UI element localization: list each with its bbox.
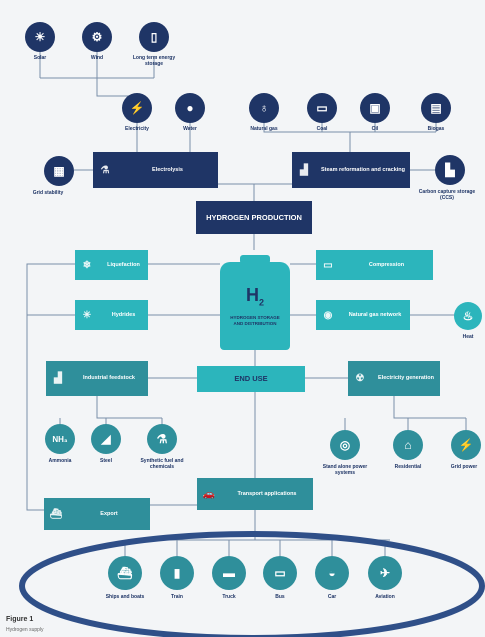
stand-alone-icon: ◎	[330, 430, 360, 460]
heat-label: Heat	[462, 334, 474, 340]
train-label: Train	[171, 594, 183, 600]
wind-icon: ⚙	[82, 22, 112, 52]
export-ship-icon: ⛴	[49, 508, 63, 520]
oil-icon: ▣	[360, 93, 390, 123]
oil-label: Oil	[371, 126, 379, 132]
electricity-generation-box: ☢ Electricity generation	[348, 361, 440, 396]
industrial-feedstock-box: ▟ Industrial feedstock	[46, 361, 148, 396]
carbon-capture-label: Carbon capture storage (CCS)	[418, 189, 476, 201]
transport-applications-box: 🚗 Transport applications	[197, 478, 313, 510]
synthetic-fuel-icon: ⚗	[147, 424, 177, 454]
electrolysis-icon: ⚗	[100, 164, 110, 176]
train-icon: ▮	[160, 556, 194, 590]
car-icon: ◒	[315, 556, 349, 590]
steel-label: Steel	[100, 458, 112, 464]
liquefaction-label: Liquefaction	[107, 261, 140, 268]
liquefaction-icon: ❄	[82, 259, 92, 271]
steam-label: Steam reformation and cracking	[320, 166, 406, 173]
solar-label: Solar	[33, 55, 47, 61]
compression-icon: ▭	[323, 259, 333, 271]
steel-icon: ◢	[91, 424, 121, 454]
gas-network-box: ◉ Natural gas network	[316, 300, 410, 330]
industrial-feedstock-label: Industrial feedstock	[83, 375, 135, 382]
coal-label: Coal	[316, 126, 328, 132]
liquefaction-box: ❄ Liquefaction	[75, 250, 148, 280]
hydrides-icon: ✳	[82, 309, 92, 321]
synthetic-fuel-label: Synthetic fuel and chemicals	[140, 458, 184, 470]
highlight-ring	[19, 531, 485, 637]
gas-network-label: Natural gas network	[348, 311, 402, 318]
electrolysis-box: ⚗ Electrolysis	[93, 152, 218, 188]
factory-icon: ▟	[300, 164, 308, 176]
ships-icon: ⛴	[108, 556, 142, 590]
electricity-label: Electricity	[125, 126, 149, 132]
solar-icon: ☀	[25, 22, 55, 52]
end-use-box: END USE	[197, 366, 305, 392]
steam-reformation-box: ▟ Steam reformation and cracking	[292, 152, 410, 188]
ammonia-icon: NH₃	[45, 424, 75, 454]
electricity-generation-label: Electricity generation	[378, 375, 434, 382]
ammonia-label: Ammonia	[48, 458, 72, 464]
compression-box: ▭ Compression	[316, 250, 433, 280]
grid-stability-icon: ▦	[44, 156, 74, 186]
bus-label: Bus	[275, 594, 285, 600]
industry-icon: ▟	[54, 373, 62, 384]
tank-cap	[240, 255, 270, 264]
end-use-label: END USE	[234, 373, 268, 383]
wind-label: Wind	[90, 55, 104, 61]
water-label: Water	[183, 126, 197, 132]
compression-label: Compression	[368, 261, 405, 268]
truck-icon: ▬	[212, 556, 246, 590]
export-box: ⛴ Export	[44, 498, 150, 530]
biogas-icon: ▤	[421, 93, 451, 123]
hydrides-label: Hydrides	[111, 311, 136, 318]
transport-icon: 🚗	[202, 488, 216, 500]
biogas-label: Biogas	[427, 126, 445, 132]
grid-stability-label: Grid stability	[32, 190, 64, 196]
pipeline-icon: ◉	[323, 309, 333, 321]
natural-gas-icon: ♁	[249, 93, 279, 123]
hydrides-box: ✳ Hydrides	[75, 300, 148, 330]
carbon-capture-icon: ▙	[435, 155, 465, 185]
electricity-icon: ⚡	[122, 93, 152, 123]
residential-icon: ⌂	[393, 430, 423, 460]
hydrogen-storage-tank: H2 HYDROGEN STORAGE AND DISTRIBUTION	[220, 262, 290, 350]
heat-icon: ♨	[454, 302, 482, 330]
residential-label: Residential	[394, 464, 422, 470]
battery-icon: ▯	[139, 22, 169, 52]
grid-power-icon: ⚡	[451, 430, 481, 460]
aviation-label: Aviation	[375, 594, 395, 600]
h2-symbol: H2	[245, 284, 264, 308]
electrolysis-label: Electrolysis	[152, 166, 183, 173]
truck-label: Truck	[222, 594, 236, 600]
bus-icon: ▭	[263, 556, 297, 590]
hydrogen-production-label: HYDROGEN PRODUCTION	[206, 213, 302, 222]
figure-label: Figure 1	[6, 616, 34, 623]
storage-caption: HYDROGEN STORAGE AND DISTRIBUTION	[230, 315, 280, 326]
grid-power-label: Grid power	[450, 464, 478, 470]
aviation-icon: ✈	[368, 556, 402, 590]
figure-caption: Hydrogen supply	[6, 627, 44, 633]
export-label: Export	[100, 510, 118, 517]
coal-icon: ▭	[307, 93, 337, 123]
ships-label: Ships and boats	[105, 594, 145, 600]
stand-alone-label: Stand alone power systems	[322, 464, 368, 476]
power-plant-icon: ☢	[355, 373, 365, 384]
natural-gas-label: Natural gas	[250, 126, 278, 132]
car-label: Car	[327, 594, 337, 600]
storage-label: Long term energy storage	[132, 55, 176, 67]
transport-applications-label: Transport applications	[237, 490, 297, 497]
water-drop-icon: ●	[175, 93, 205, 123]
hydrogen-production-box: HYDROGEN PRODUCTION	[196, 201, 312, 234]
